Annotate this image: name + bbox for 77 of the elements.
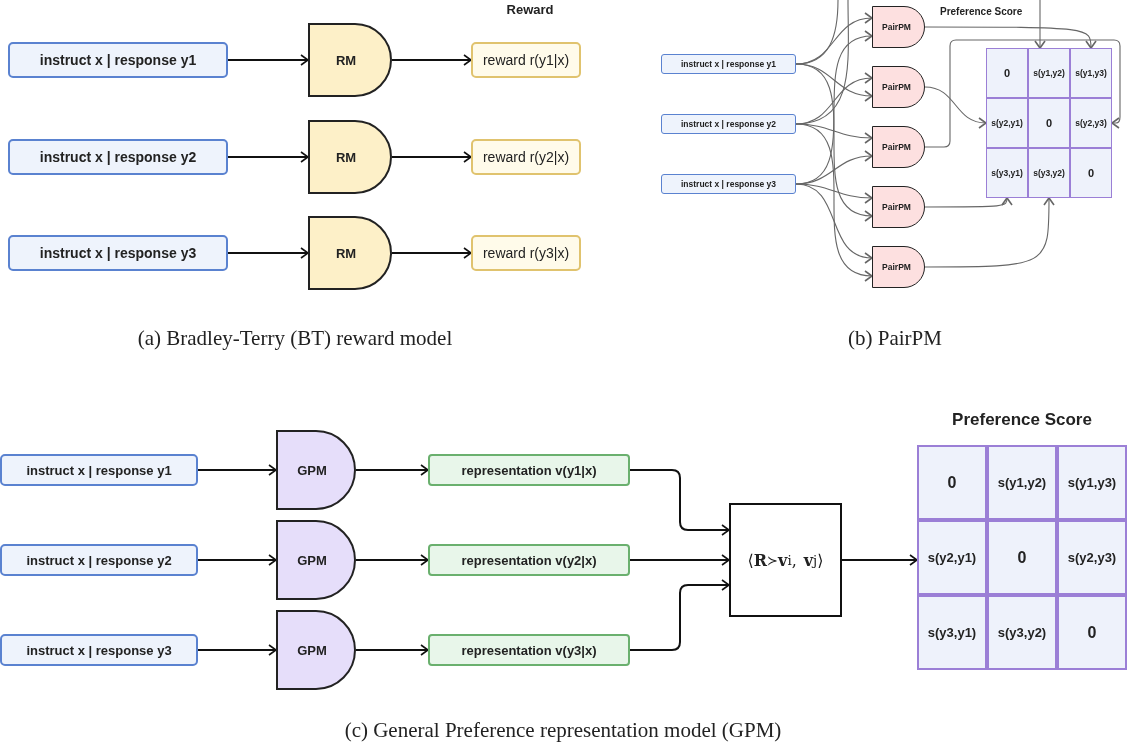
input-box: instruct x | response y1: [0, 454, 198, 486]
representation-box: representation v(y2|x): [428, 544, 630, 576]
score-cell: s(y3,y2): [1028, 148, 1070, 198]
input-box: instruct x | response y2: [661, 114, 796, 134]
input-box: instruct x | response y1: [8, 42, 228, 78]
score-cell: s(y3,y2): [987, 595, 1057, 670]
arrow: [197, 464, 277, 476]
model-gate: RM: [308, 216, 392, 290]
arrow: [227, 151, 309, 163]
figure-caption: (c) General Preference representation model (GPM): [343, 718, 783, 743]
score-cell: 0: [917, 445, 987, 520]
score-cell: s(y2,y3): [1070, 98, 1112, 148]
model-gate: PairPM: [872, 186, 925, 228]
score-cell: s(y2,y1): [986, 98, 1028, 148]
score-cell: s(y2,y3): [1057, 520, 1127, 595]
arrow: [795, 150, 873, 185]
model-gate: PairPM: [872, 6, 925, 48]
arrow: [924, 197, 1055, 268]
input-box: instruct x | response y3: [661, 174, 796, 194]
arrow: [629, 554, 730, 566]
score-cell: 0: [987, 520, 1057, 595]
arrow: [391, 247, 472, 259]
arrow: [391, 54, 472, 66]
score-cell: s(y2,y1): [917, 520, 987, 595]
connector-line: [795, 0, 839, 65]
arrow: [197, 644, 277, 656]
input-box: instruct x | response y3: [0, 634, 198, 666]
connector-line: [795, 0, 849, 125]
arrow: [391, 151, 472, 163]
score-cell: 0: [986, 48, 1028, 98]
score-cell: 0: [1070, 148, 1112, 198]
arrow: [629, 579, 730, 651]
arrow: [629, 469, 730, 536]
model-gate: GPM: [276, 430, 356, 510]
arrow: [795, 183, 873, 263]
arrow: [924, 197, 1013, 208]
table-heading: Reward: [505, 2, 555, 17]
arrow: [924, 39, 1121, 148]
arrow: [1034, 0, 1046, 49]
arrow: [227, 54, 309, 66]
reward-box: reward r(y1|x): [471, 42, 581, 78]
arrow: [355, 644, 429, 656]
model-gate: GPM: [276, 610, 356, 690]
arrow: [227, 247, 309, 259]
table-heading: Preference Score: [940, 6, 1023, 17]
arrow: [197, 554, 277, 566]
representation-box: representation v(y1|x): [428, 454, 630, 486]
model-gate: GPM: [276, 520, 356, 600]
figure-caption: (b) PairPM: [847, 326, 943, 351]
arrow: [355, 554, 429, 566]
input-box: instruct x | response y2: [0, 544, 198, 576]
score-cell: 0: [1028, 98, 1070, 148]
arrow: [924, 86, 987, 129]
score-cell: 0: [1057, 595, 1127, 670]
arrow: [841, 554, 918, 566]
reward-box: reward r(y3|x): [471, 235, 581, 271]
arrow: [795, 123, 873, 281]
input-box: instruct x | response y1: [661, 54, 796, 74]
model-gate: RM: [308, 23, 392, 97]
arrow: [924, 26, 1097, 49]
figure-caption: (a) Bradley-Terry (BT) reward model: [136, 326, 454, 351]
score-cell: s(y3,y1): [917, 595, 987, 670]
score-cell: s(y1,y3): [1057, 445, 1127, 520]
score-cell: s(y3,y1): [986, 148, 1028, 198]
arrow: [355, 464, 429, 476]
input-box: instruct x | response y2: [8, 139, 228, 175]
score-cell: s(y1,y3): [1070, 48, 1112, 98]
score-cell: s(y1,y2): [1028, 48, 1070, 98]
input-box: instruct x | response y3: [8, 235, 228, 271]
table-heading: Preference Score: [951, 410, 1093, 430]
score-cell: s(y1,y2): [987, 445, 1057, 520]
model-gate: PairPM: [872, 126, 925, 168]
reward-box: reward r(y2|x): [471, 139, 581, 175]
model-gate: PairPM: [872, 246, 925, 288]
model-gate: RM: [308, 120, 392, 194]
representation-box: representation v(y3|x): [428, 634, 630, 666]
model-gate: PairPM: [872, 66, 925, 108]
